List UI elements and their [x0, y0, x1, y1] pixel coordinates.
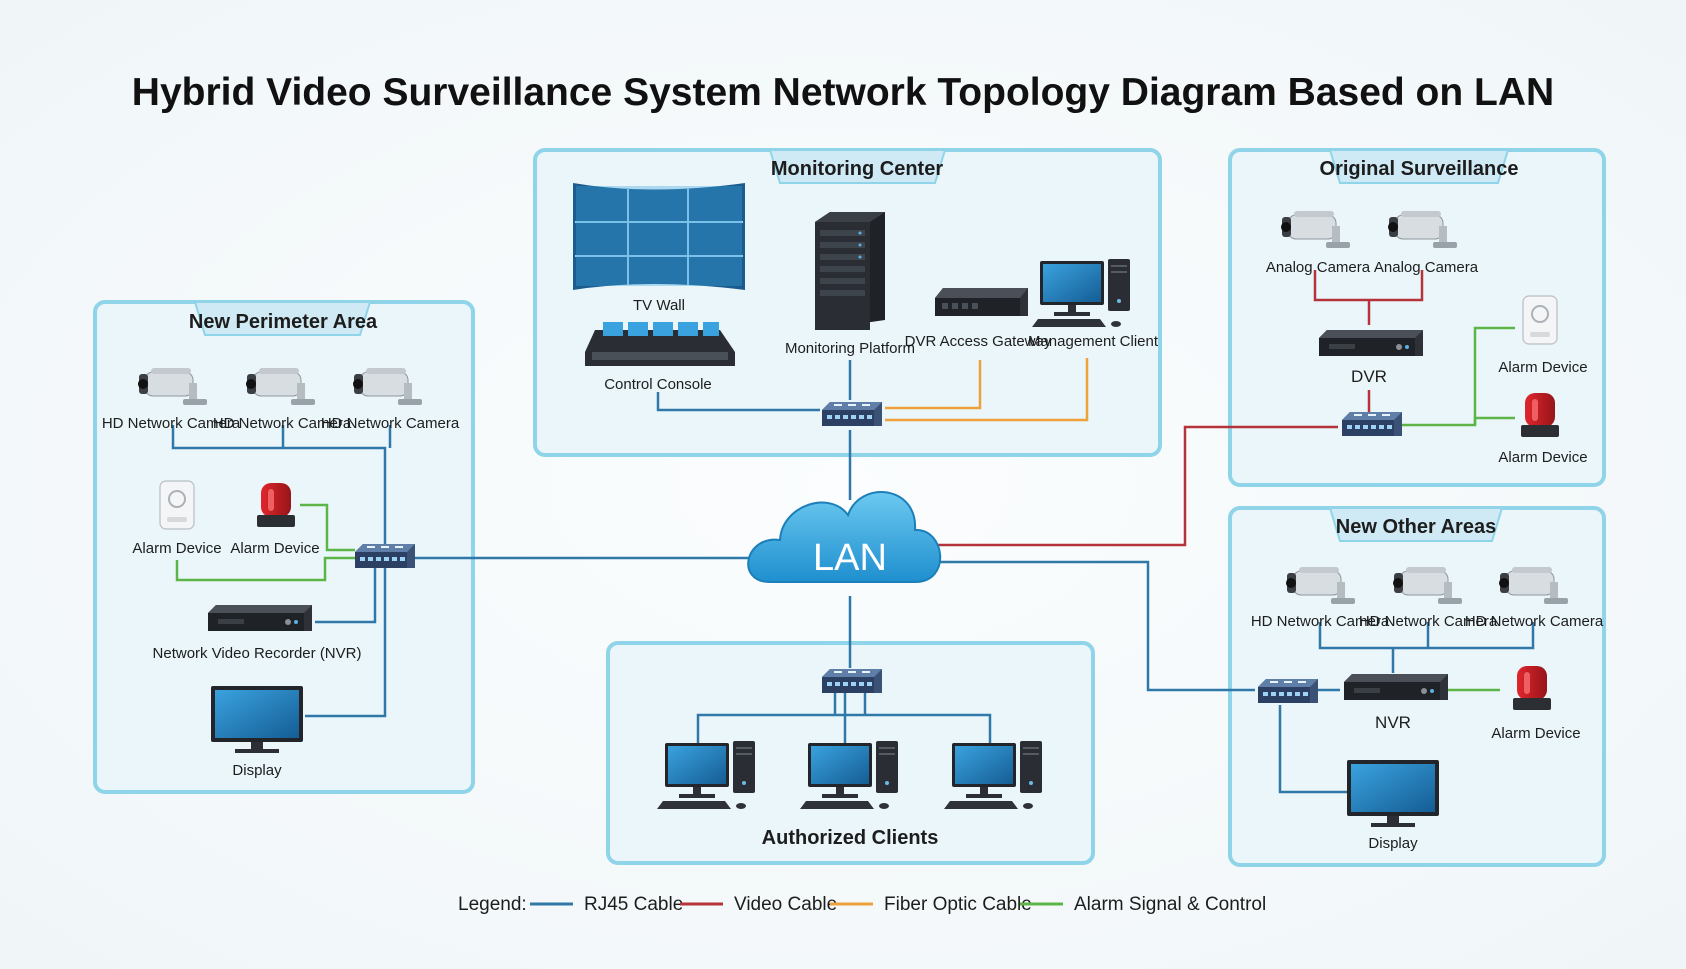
- nvr-label-other: NVR: [1375, 713, 1411, 732]
- hd-camera-label-other-2: HD Network Camera: [1359, 613, 1498, 630]
- hd-camera-label-perimeter-2: HD Network Camera: [213, 415, 352, 432]
- other-switch: [1258, 679, 1318, 703]
- alarm-device-label-other: Alarm Device: [1491, 725, 1580, 742]
- dvr-icon: [1319, 330, 1423, 356]
- alarm-device-icon-perimeter-2: [257, 483, 295, 527]
- cable-lan-other: [935, 560, 1255, 692]
- nvr-label-perimeter: Network Video Recorder (NVR): [153, 645, 362, 662]
- perimeter-switch: [355, 544, 415, 568]
- lan-label: LAN: [813, 537, 887, 579]
- cable-perimeter-siren: [300, 503, 355, 552]
- alarm-device-icon-other: [1513, 666, 1551, 710]
- alarm-device-label-perimeter-1: Alarm Device: [132, 540, 221, 557]
- display-label-other: Display: [1368, 835, 1418, 852]
- zone-title-original: Original Surveillance: [1320, 158, 1519, 180]
- cable-switch-alarm1: [1402, 326, 1515, 427]
- analog-camera-label-1: Analog Camera: [1266, 259, 1371, 276]
- control-console: [585, 322, 735, 366]
- cable-other-cams: [1318, 622, 1535, 650]
- hd-camera-label-perimeter-3: HD Network Camera: [321, 415, 460, 432]
- nvr-icon-perimeter: [208, 605, 312, 631]
- cable-perimeter-display: [305, 568, 387, 718]
- alarm-device-label-perimeter-2: Alarm Device: [230, 540, 319, 557]
- display-label-perimeter: Display: [232, 762, 282, 779]
- monitoring-switch: [822, 402, 882, 426]
- monitoring-platform-server: [815, 212, 885, 330]
- cables: [171, 270, 1535, 794]
- cable-console-switch: [656, 392, 820, 412]
- dvr-gateway-label: DVR Access Gateway: [905, 333, 1052, 350]
- zone-title-clients: Authorized Clients: [762, 827, 939, 849]
- alarm-device-icon-perimeter-1: [159, 480, 195, 530]
- cable-switch-alarm2: [1473, 416, 1515, 425]
- hd-camera-label-other-1: HD Network Camera: [1251, 613, 1390, 630]
- hd-camera-label-other-3: HD Network Camera: [1465, 613, 1604, 630]
- cable-gateway-switch: [885, 360, 982, 410]
- cable-lan-original: [935, 425, 1338, 547]
- alarm-device-icon-original-2: [1521, 393, 1559, 437]
- dvr-label: DVR: [1351, 367, 1387, 386]
- original-switch: [1342, 412, 1402, 436]
- analog-camera-label-2: Analog Camera: [1374, 259, 1479, 276]
- legend-label: Legend:: [458, 894, 527, 915]
- clients-switch: [822, 669, 882, 693]
- cable-perimeter-nvr: [315, 568, 377, 624]
- dvr-access-gateway: [935, 288, 1028, 316]
- cable-client-switch: [885, 358, 1089, 422]
- cable-perimeter-alarmbox: [175, 556, 355, 582]
- legend-item-video: Video Cable: [734, 894, 837, 915]
- tv-wall: [573, 183, 745, 290]
- legend-item-fiber: Fiber Optic Cable: [884, 894, 1032, 915]
- cable-perimeter-cams: [171, 425, 387, 545]
- hd-camera-label-perimeter-1: HD Network Camera: [102, 415, 241, 432]
- zone-title-other: New Other Areas: [1336, 516, 1496, 538]
- legend-item-alarm: Alarm Signal & Control: [1074, 894, 1266, 915]
- management-client-label: Management Client: [1028, 333, 1159, 350]
- control-console-label: Control Console: [604, 376, 712, 393]
- monitoring-platform-label: Monitoring Platform: [785, 340, 915, 357]
- alarm-device-label-original-1: Alarm Device: [1498, 359, 1587, 376]
- zone-title-monitoring: Monitoring Center: [771, 158, 943, 180]
- zone-title-perimeter: New Perimeter Area: [189, 311, 378, 333]
- alarm-device-icon-original-1: [1522, 295, 1558, 345]
- zone-new-perimeter-area: New Perimeter Area: [93, 300, 475, 794]
- alarm-device-label-original-2: Alarm Device: [1498, 449, 1587, 466]
- legend: Legend: RJ45 Cable Video Cable Fiber Opt…: [458, 894, 1266, 915]
- lan-cloud: LAN: [747, 491, 942, 583]
- nvr-icon-other: [1344, 674, 1448, 700]
- legend-item-rj45: RJ45 Cable: [584, 894, 683, 915]
- cable-other-display: [1278, 705, 1350, 794]
- tv-wall-label: TV Wall: [633, 297, 685, 314]
- diagram-title: Hybrid Video Surveillance System Network…: [132, 71, 1554, 114]
